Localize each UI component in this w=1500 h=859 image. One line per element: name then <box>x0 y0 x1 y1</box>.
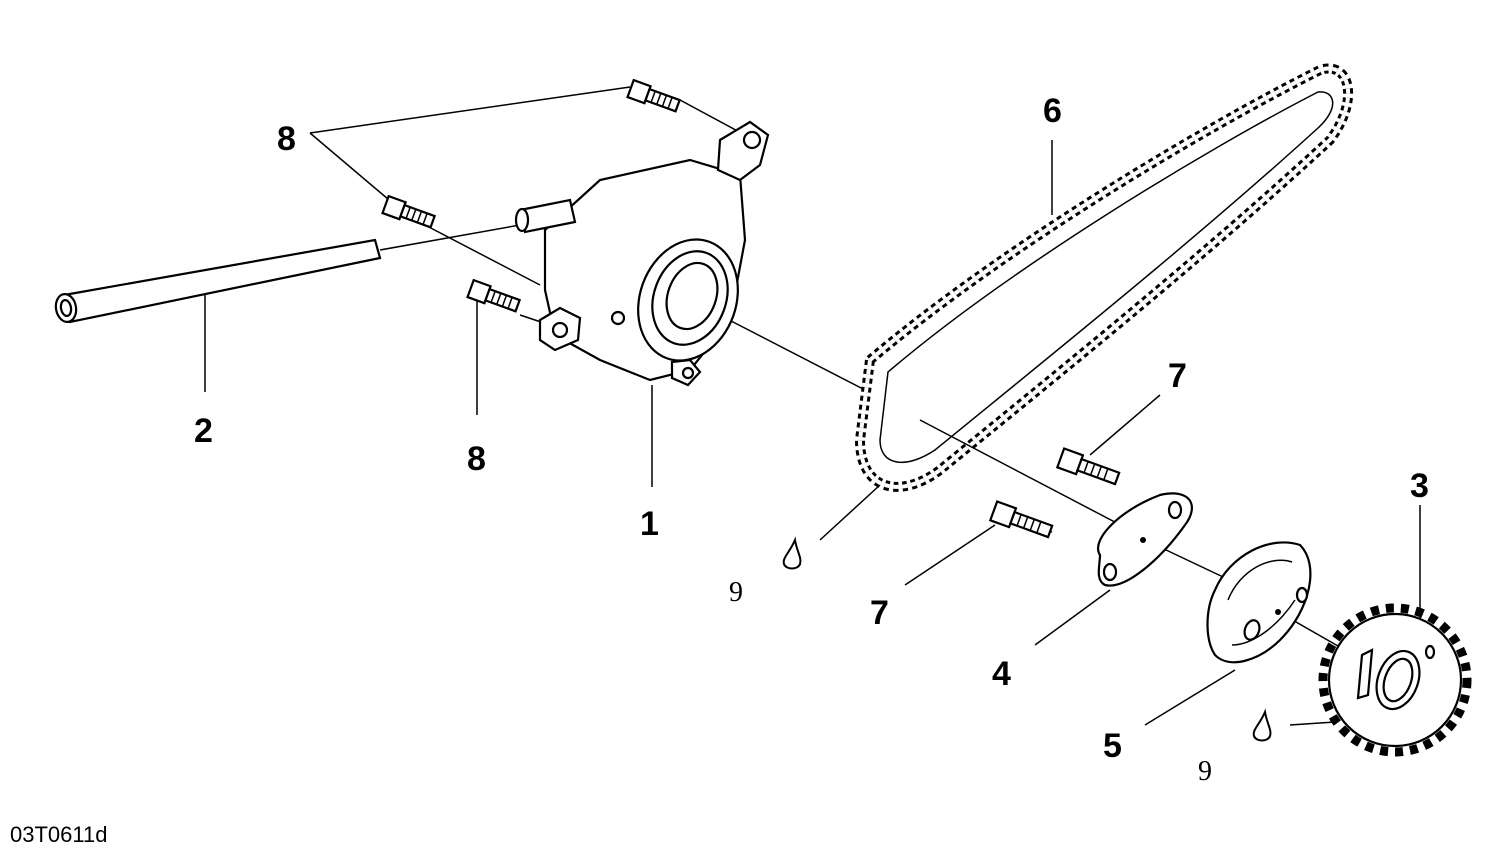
figure-id: 03T0611d <box>10 822 108 847</box>
callout-label: 5 <box>1103 727 1122 765</box>
callout-label: 8 <box>467 440 486 478</box>
plate-part <box>1097 492 1193 587</box>
sprocket-part <box>1318 603 1472 757</box>
note-number: 9 <box>1198 756 1212 787</box>
callout-label: 3 <box>1410 467 1429 505</box>
note-number: 9 <box>729 577 743 608</box>
housing-part <box>514 120 770 387</box>
chain-part <box>854 63 1354 492</box>
rod-part <box>54 238 382 324</box>
callout-label: 1 <box>640 505 659 543</box>
screws-part-8 <box>381 78 682 313</box>
callout-label: 7 <box>870 594 889 632</box>
tensioner-part <box>1206 541 1312 664</box>
callout-label: 4 <box>992 655 1011 693</box>
callout-label: 6 <box>1043 92 1062 130</box>
callout-label: 7 <box>1168 357 1187 395</box>
oil-drop-icon <box>1252 708 1272 742</box>
bolts-part-7 <box>988 447 1121 539</box>
oil-drop-icon <box>782 536 802 570</box>
callout-label: 8 <box>277 120 296 158</box>
callout-label: 2 <box>194 412 213 450</box>
